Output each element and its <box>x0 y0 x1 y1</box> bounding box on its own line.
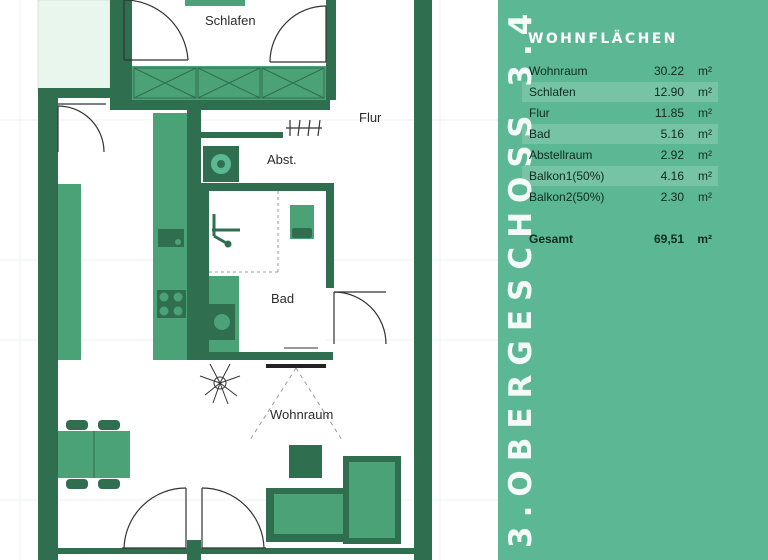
area-unit: m² <box>698 127 712 141</box>
area-total-value: 69,51 <box>653 232 684 246</box>
wall-bottom-balcony-edge <box>58 548 414 554</box>
area-value: 5.16 <box>660 127 684 141</box>
area-unit: m² <box>698 106 712 120</box>
area-unit: m² <box>698 190 712 204</box>
area-total-name: Gesamt <box>529 232 574 246</box>
tv <box>249 364 343 441</box>
wall-kitchen-column <box>187 110 201 360</box>
area-name: Abstellraum <box>529 148 593 162</box>
coat-rack <box>286 119 322 137</box>
plant-icon <box>199 363 241 405</box>
walls <box>38 0 432 560</box>
room-label-bad: Bad <box>271 291 295 306</box>
balcony-top-left <box>37 0 111 93</box>
area-name: Flur <box>529 106 550 120</box>
room-label-schlafen: Schlafen <box>205 13 256 28</box>
wardrobe <box>132 66 326 100</box>
room-label-abst: Abst. <box>267 152 297 167</box>
area-name: Balkon1(50%) <box>529 169 605 183</box>
wall-bath-left-inner <box>201 191 209 352</box>
area-total-row: Gesamt 69,51 m² <box>522 229 718 249</box>
wall-cabinet <box>58 184 81 360</box>
area-total-unit: m² <box>697 232 712 246</box>
wall-bath-top <box>187 183 333 191</box>
door-bathroom <box>333 291 387 345</box>
storage-appliance <box>203 146 239 182</box>
door-balcony-bottom-left <box>122 487 187 549</box>
room-label-flur: Flur <box>359 110 382 125</box>
wall-top-left-vertical <box>110 0 132 110</box>
door-bedroom-right <box>269 5 327 63</box>
area-row: Wohnraum 30.22 m² <box>522 61 718 81</box>
area-name: Wohnraum <box>529 64 588 78</box>
area-name: Schlafen <box>529 85 576 99</box>
area-unit: m² <box>698 85 712 99</box>
sofa <box>266 456 401 544</box>
area-value: 12.90 <box>653 85 684 99</box>
area-row: Abstellraum 2.92 m² <box>522 145 718 165</box>
wall-left <box>38 88 58 560</box>
area-value: 30.22 <box>653 64 684 78</box>
dining-set <box>58 420 130 489</box>
wall-storage-top <box>201 132 283 138</box>
area-row: Schlafen 12.90 m² <box>522 82 718 102</box>
area-row: Balkon1(50%) 4.16 m² <box>522 166 718 186</box>
area-value: 2.30 <box>660 190 684 204</box>
area-row: Bad 5.16 m² <box>522 124 718 144</box>
area-row: Flur 11.85 m² <box>522 103 718 123</box>
coffee-table <box>289 445 322 478</box>
area-unit: m² <box>698 64 712 78</box>
area-unit: m² <box>698 148 712 162</box>
kitchen-counter <box>153 113 187 360</box>
area-unit: m² <box>698 169 712 183</box>
bathroom-fixtures <box>209 191 326 352</box>
area-row: Balkon2(50%) 2.30 m² <box>522 187 718 207</box>
panel-title: WOHNFLÄCHEN <box>528 31 678 47</box>
bed <box>185 0 245 6</box>
wall-right <box>414 0 432 560</box>
area-name: Balkon2(50%) <box>529 190 605 204</box>
door-post-bottom <box>187 540 201 560</box>
wall-top-left-short <box>38 88 110 98</box>
area-value: 2.92 <box>660 148 684 162</box>
wall-bath-bottom <box>187 352 333 360</box>
floor-plan <box>0 0 500 560</box>
wall-bedroom-bottom <box>110 98 330 110</box>
door-balcony-bottom-right <box>201 487 266 549</box>
door-balcony-left <box>57 103 106 153</box>
wall-bath-right <box>326 183 334 288</box>
wall-bedroom-right <box>326 0 336 100</box>
area-value: 11.85 <box>654 106 684 120</box>
room-label-wohnraum: Wohnraum <box>270 407 334 422</box>
area-name: Bad <box>529 127 551 141</box>
door-bedroom-left <box>123 0 189 61</box>
area-value: 4.16 <box>660 169 684 183</box>
area-panel <box>498 0 768 560</box>
